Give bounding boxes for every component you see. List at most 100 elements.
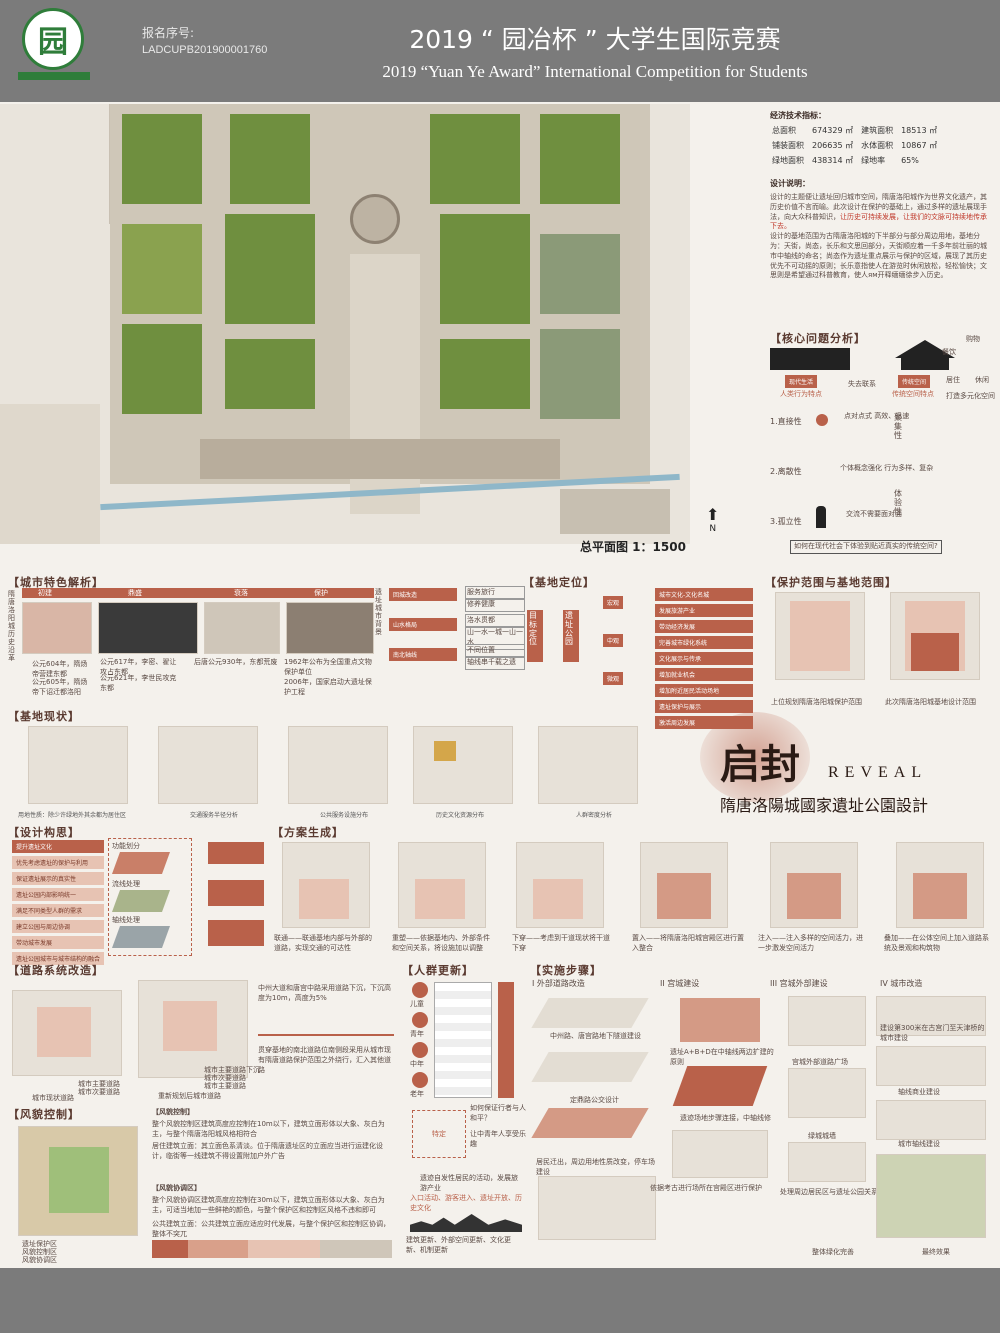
status-cap-4: 历史文化资源分布 <box>436 812 485 819</box>
rest-label: 休闲 <box>975 376 989 384</box>
q1-label: 1.直接性 <box>770 417 802 426</box>
status-map-5 <box>538 726 638 804</box>
status-map-4 <box>413 726 513 804</box>
q1-desc: 点对点式 高效、迅速 <box>844 412 910 420</box>
scenic-sub-1: 【风貌控制】 <box>152 1108 194 1116</box>
step-map-2 <box>672 1130 768 1178</box>
people-b3: 建筑更新、外部空间更新、文化更新、机制更新 <box>406 1236 511 1254</box>
scenic-text-1: 整个风貌控制区建筑高度应控制在10m以下，建筑立面形体以大象、灰白为主，与整个隋… <box>152 1120 385 1138</box>
people-renewal: 【人群更新】 儿童 青年 中年 老年 特定 如何保证行者与人和平？ 让中青年人享… <box>402 962 527 1262</box>
stage-2: 鼎盛 <box>128 589 142 597</box>
north-label: N <box>709 524 717 534</box>
step-cap-13: 城市轴线建设 <box>898 1140 940 1148</box>
scenic-control: 【风貌控制】 遗址保护区 风貌控制区 风貌协调区 【风貌控制】 整个风貌控制区建… <box>8 1106 398 1266</box>
scenic-legend-2: 风貌控制区 <box>22 1248 57 1256</box>
genesis-diagram-6 <box>896 842 984 928</box>
steps-col-1: I 外部道路改造 <box>532 979 585 988</box>
q3-desc: 交流不需要面对面 <box>846 510 902 518</box>
macro-1: 城市文化-文化名城 <box>655 588 753 601</box>
live-label: 居住 <box>946 376 960 384</box>
status-cap-1: 用地性质：除少许绿地外其余都为居住区 <box>18 812 127 819</box>
genesis-step-1: 联通——联通基地内部与外部的道路，实现交通的可达性 <box>274 934 372 952</box>
scenic-title: 【风貌控制】 <box>8 1108 80 1121</box>
genesis-diagram-2 <box>398 842 486 928</box>
steps-col-4: IV 城市改造 <box>880 979 923 988</box>
level-macro: 宏观 <box>603 596 624 609</box>
step-map-5 <box>788 1142 866 1182</box>
shop-label: 购物 <box>966 335 980 343</box>
traditional-label: 传统空间 <box>898 375 931 388</box>
road-legend2-2: 城市次要道路 <box>204 1074 246 1082</box>
people-arrow <box>498 982 514 1098</box>
design-note-p1: 设计的主题便让遗址回归城市空间，隋唐洛阳城作为世界文化遗产，其历史价值不言而喻。… <box>770 193 987 221</box>
step-cap-5: 遗迹场地步骤连接，中轴线修 <box>680 1114 771 1122</box>
genesis-title: 【方案生成】 <box>272 826 344 839</box>
modern-sub: 人类行为特点 <box>780 390 822 398</box>
design-concept: 【设计构思】 提升遗址文化 优先考虑遗址的保护与利用 保证遗址展示的真实性 遗址… <box>8 824 270 965</box>
competition-logo: 园 <box>22 8 84 70</box>
road-legend2-1: 城市主要道路下沉 <box>204 1066 260 1074</box>
eat-label: 餐饮 <box>942 348 956 356</box>
people-bottom: 遗迹自发性居民的活动，发展旅游产业 <box>420 1174 518 1192</box>
skyline-modern-icon <box>770 348 850 370</box>
genesis-step-4: 置入——将隋唐洛阳城宫殿区进行置入整合 <box>632 934 744 952</box>
status-map-3 <box>288 726 388 804</box>
step-cap-11: 建设第300米在古宫门至天津桥的城市建设 <box>880 1024 985 1042</box>
scope-title: 【保护范围与基地范围】 <box>765 576 897 589</box>
city-title: 【城市特色解析】 <box>8 576 104 589</box>
step-map-8 <box>876 1100 986 1140</box>
q1-icon <box>816 414 828 426</box>
left-2: 山水格局 <box>389 618 457 631</box>
genesis-step-5: 注入——注入多样的空间活力，进一步激发空间活力 <box>758 934 863 952</box>
core-question: 如何在现代社会下体验到贴近真实的传统空间? <box>790 540 942 554</box>
genesis-diagram-5 <box>770 842 858 928</box>
scenic-legend-3: 风貌协调区 <box>22 1256 57 1264</box>
step-cap-9: 处理周边居民区与遗址公园关系 <box>780 1188 878 1196</box>
skyline-icon <box>410 1214 522 1232</box>
concept-item-2: 优先考虑遗址的保护与利用 <box>12 856 104 869</box>
ink-splash <box>700 712 810 802</box>
design-note-title: 设计说明： <box>770 179 810 188</box>
step-cap-3: 居民迁出，周边用地性质改变，停车场建设 <box>536 1158 655 1176</box>
concept-item-4: 遗址公园内部影响统一 <box>12 888 104 901</box>
mid-4: 山一水一城一山一水 <box>465 626 525 650</box>
title-en: 2019 “Yuan Ye Award” International Compe… <box>382 62 808 81</box>
step-cap-6: 依据考古进行场所在宫殿区进行保护 <box>650 1184 762 1192</box>
site-pos-vertical: 遗址城市背景 <box>375 588 382 637</box>
roads-text-1: 中州大道和唐宫中路采用道路下沉，下沉高度为10m，高度为5% <box>258 984 391 1002</box>
flow-3: 轴线处理 <box>112 916 140 924</box>
core-analysis: 【核心问题分析】 现代生活 传统空间 失去联系 人类行为特点 传统空间特点 购物… <box>770 330 995 554</box>
step-cap-1: 中州路、唐宫路地下隧道建设 <box>550 1032 641 1040</box>
modern-label: 现代生活 <box>785 375 818 388</box>
econ-title: 经济技术指标： <box>770 111 826 120</box>
stage-1: 初建 <box>38 589 52 597</box>
scope-legend-1: 上位规划隋唐洛阳城保护范围 <box>771 698 862 706</box>
genesis-diagram-1 <box>282 842 370 928</box>
city-note-3: 公元617年，李密、翟让攻占东都 <box>100 658 177 676</box>
level-micro: 微观 <box>603 672 624 685</box>
status-title: 【基地现状】 <box>8 710 80 723</box>
road-map-1 <box>12 990 122 1076</box>
mid-5: 不同位置 <box>465 644 525 658</box>
status-map-2 <box>158 726 258 804</box>
mid-6: 轴线串千载之遗 <box>465 656 525 670</box>
city-note-6: 1962年公布为全国重点文物保护单位 <box>284 658 372 676</box>
q2-label: 2.离散性 <box>770 467 802 476</box>
header-bar <box>0 0 1000 102</box>
q3-right: 体验性 <box>894 489 902 516</box>
mid-1: 服务旅行 <box>465 586 525 600</box>
micro-2: 遗址保护与展示 <box>655 700 753 713</box>
roads-text-2: 贯穿基地的南北道路位南侧段采用从城市现有隋唐道路保护范围之外绕行，汇入其他道路 <box>258 1046 391 1074</box>
q2-desc: 个体概念强化 行为多样、复杂 <box>840 464 934 472</box>
concept-item-6: 建立公园与周边协调 <box>12 920 104 933</box>
design-note-p2: 设计的基地范围为古隋唐洛阳城的下半部分与部分周边用地，基地分为：天街，尚态，长乐… <box>770 232 987 280</box>
target-2: 遗址公园 <box>563 610 579 662</box>
north-arrow-icon: ⬆N <box>706 505 720 534</box>
meso-2: 文化展示与传承 <box>655 652 753 665</box>
steps-col-2: II 宫城建设 <box>660 979 700 988</box>
genesis-step-2: 重塑——依据基地内、外部条件和空间关系，将设施加以调整 <box>392 934 490 952</box>
left-3: 南北轴线 <box>389 648 457 661</box>
